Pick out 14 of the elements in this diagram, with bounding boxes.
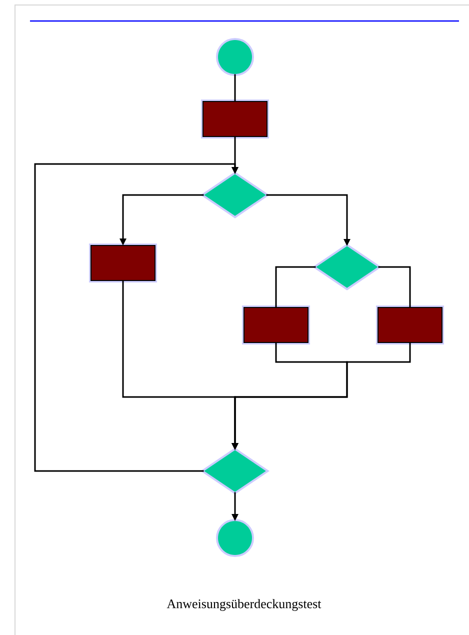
caption: Anweisungsüberdeckungstest [166,599,322,611]
arrow [232,343,411,450]
process-box [201,100,269,138]
arrow [378,266,411,307]
process-box [89,244,157,282]
terminal-circle [216,519,254,557]
arrow [275,266,316,307]
arrow [266,194,350,246]
arrow [120,194,204,246]
arrow [232,492,238,521]
process-box [242,306,310,344]
process-box [376,306,444,344]
terminal-circle [216,38,254,76]
arrow [34,163,238,472]
